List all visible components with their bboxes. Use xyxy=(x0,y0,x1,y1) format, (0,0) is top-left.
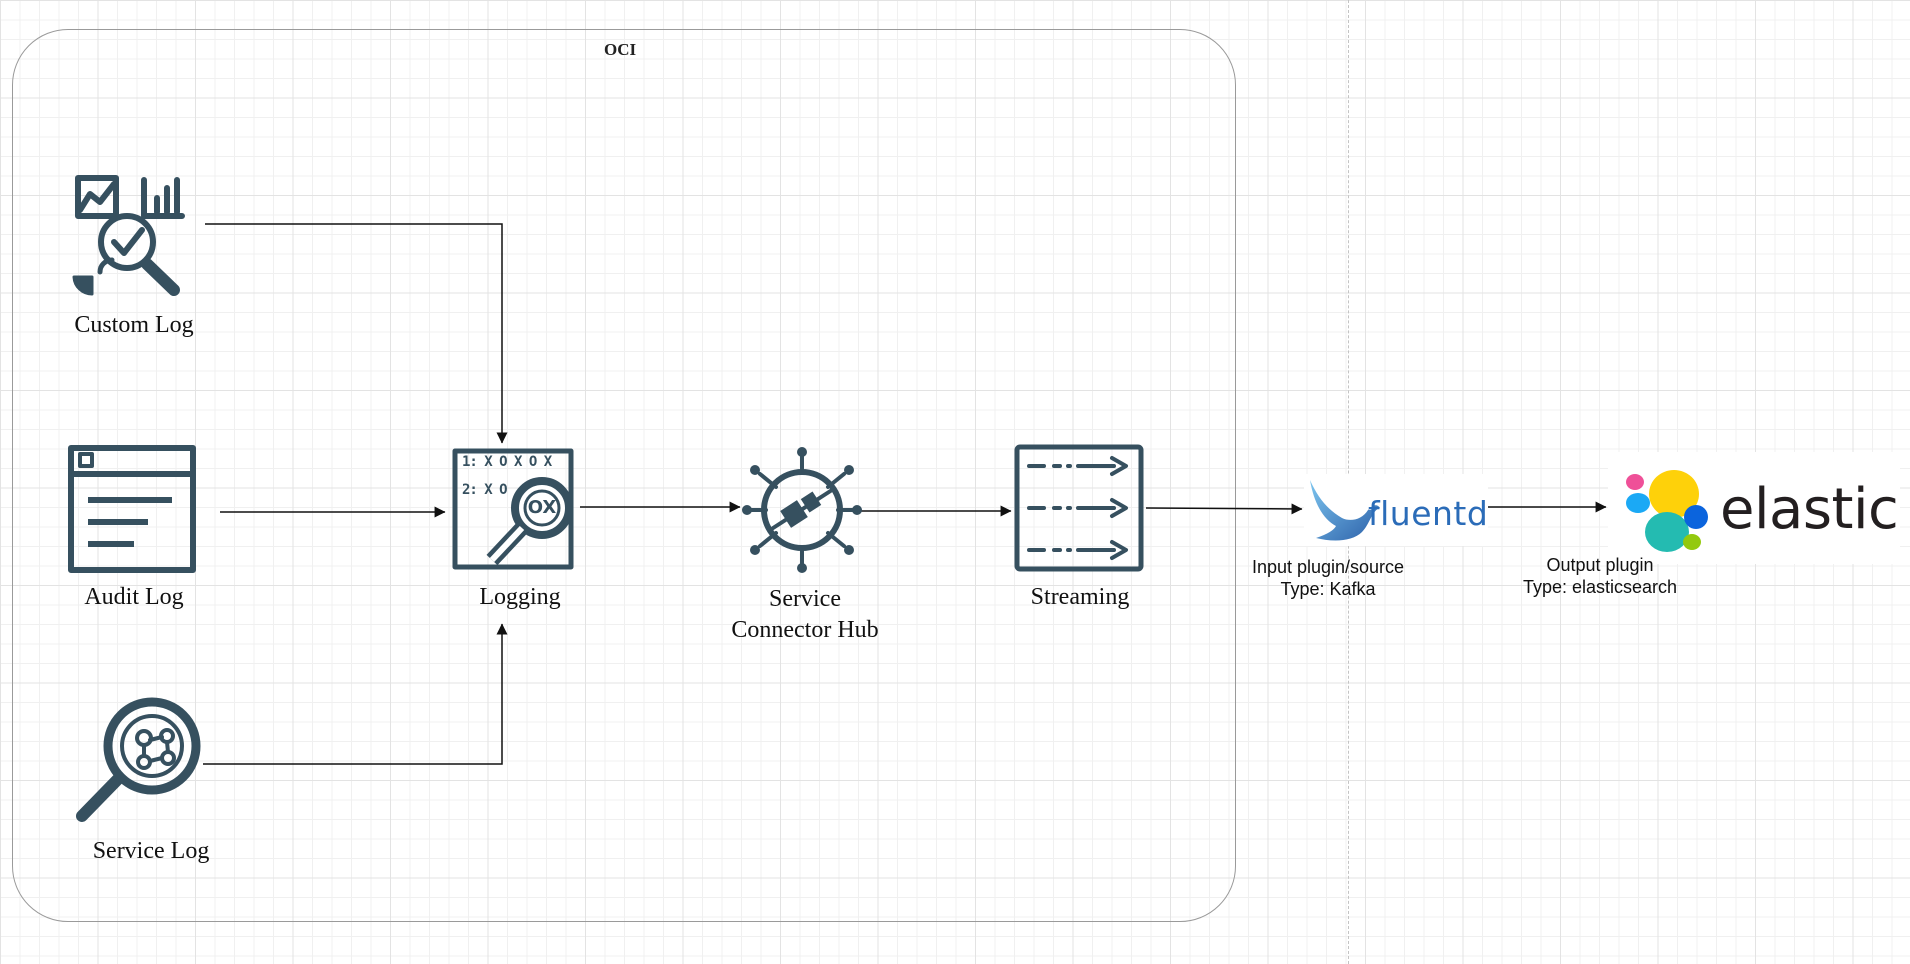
edge-streaming-to-fluentd xyxy=(1145,503,1303,515)
elastic-wordmark: elastic xyxy=(1720,477,1899,542)
logging-icon: 1: X O X O X 2: X O OX xyxy=(452,448,592,572)
custom-log-label: Custom Log xyxy=(74,312,194,338)
oci-label: OCI xyxy=(604,40,637,59)
elastic-logo: elastic xyxy=(1608,452,1900,564)
edge-custom-to-logging xyxy=(205,223,508,444)
fluentd-note-line2: Type: Kafka xyxy=(1280,579,1376,599)
service-connector-hub-icon xyxy=(742,447,862,573)
fluentd-wordmark: fluentd xyxy=(1368,494,1489,533)
service-connector-hub-label-line1: Service xyxy=(769,586,841,612)
logging-icon-row2: 2: X O xyxy=(462,482,508,498)
service-connector-hub-label-line2: Connector Hub xyxy=(731,617,879,643)
streaming-label: Streaming xyxy=(1030,584,1130,610)
fluentd-logo: fluentd xyxy=(1304,474,1488,546)
custom-log-icon xyxy=(72,175,185,296)
edge-service-to-logging xyxy=(203,623,508,765)
elastic-note-line1: Output plugin xyxy=(1546,555,1654,575)
audit-log-icon xyxy=(68,445,196,573)
service-log-label: Service Log xyxy=(92,838,210,864)
streaming-icon xyxy=(1014,444,1144,572)
service-log-icon xyxy=(76,697,201,822)
fluentd-note-line1: Input plugin/source xyxy=(1251,557,1405,577)
logging-icon-lens-text: OX xyxy=(527,497,557,518)
oci-container xyxy=(12,29,1236,922)
logging-label: Logging xyxy=(479,584,561,610)
logging-icon-row1: 1: X O X O X xyxy=(462,454,552,470)
elastic-note-line2: Type: elasticsearch xyxy=(1522,577,1678,597)
audit-log-label: Audit Log xyxy=(84,584,184,610)
elastic-cluster-icon xyxy=(1626,470,1708,552)
fluentd-bird-icon xyxy=(1310,480,1380,541)
